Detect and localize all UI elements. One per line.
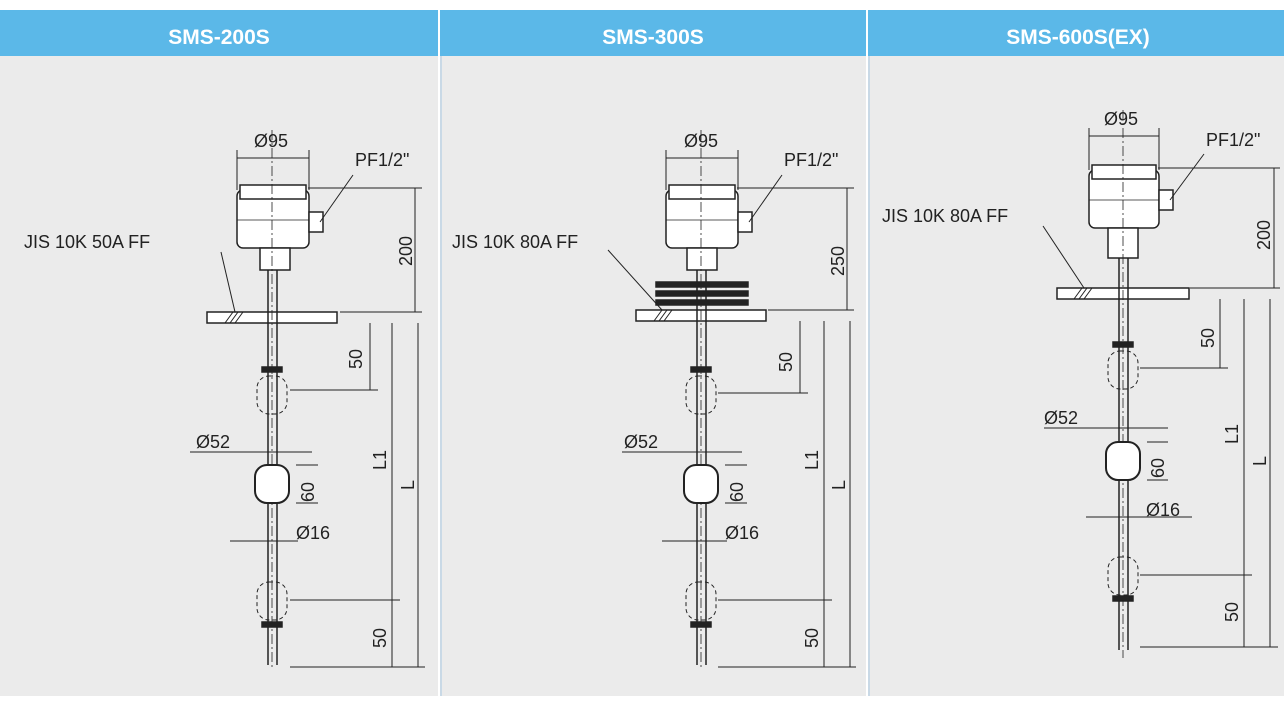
label-l: L bbox=[829, 480, 849, 490]
label-bottom: 50 bbox=[370, 628, 390, 648]
label-float-height: 60 bbox=[1148, 458, 1168, 478]
label-head-height: 200 bbox=[1254, 220, 1274, 250]
label-float-dia: Ø52 bbox=[196, 432, 230, 452]
drawing-cell-sms-600s-ex: Ø95 PF1/2" JIS 10K 80A FF Ø52 Ø16 200 50… bbox=[868, 56, 1284, 696]
label-l: L bbox=[1250, 456, 1270, 466]
label-flange: JIS 10K 80A FF bbox=[452, 232, 578, 252]
label-top-float: 50 bbox=[346, 349, 366, 369]
label-rod-dia: Ø16 bbox=[1146, 500, 1180, 520]
label-conduit: PF1/2" bbox=[355, 150, 409, 170]
label-l: L bbox=[398, 480, 418, 490]
label-l1: L1 bbox=[370, 450, 390, 470]
label-conduit: PF1/2" bbox=[1206, 130, 1260, 150]
label-l1: L1 bbox=[802, 450, 822, 470]
label-float-dia: Ø52 bbox=[624, 432, 658, 452]
label-flange: JIS 10K 80A FF bbox=[882, 206, 1008, 226]
label-head-dia: Ø95 bbox=[254, 131, 288, 151]
drawing-sms-200s: Ø95 PF1/2" JIS 10K 50A FF Ø52 Ø16 200 50… bbox=[24, 130, 425, 670]
label-top-float: 50 bbox=[1198, 328, 1218, 348]
label-float-height: 60 bbox=[727, 482, 747, 502]
label-head-dia: Ø95 bbox=[1104, 109, 1138, 129]
drawing-cell-sms-200s: Ø95 PF1/2" JIS 10K 50A FF Ø52 Ø16 200 50… bbox=[0, 56, 438, 696]
label-float-dia: Ø52 bbox=[1044, 408, 1078, 428]
label-head-dia: Ø95 bbox=[684, 131, 718, 151]
label-rod-dia: Ø16 bbox=[725, 523, 759, 543]
label-bottom: 50 bbox=[1222, 602, 1242, 622]
label-l1: L1 bbox=[1222, 424, 1242, 444]
label-conduit: PF1/2" bbox=[784, 150, 838, 170]
drawing-sms-300s: Ø95 PF1/2" JIS 10K 80A FF Ø52 Ø16 250 50… bbox=[452, 130, 856, 670]
drawing-sms-600s-ex: Ø95 PF1/2" JIS 10K 80A FF Ø52 Ø16 200 50… bbox=[882, 109, 1280, 658]
label-head-height: 250 bbox=[828, 246, 848, 276]
label-head-height: 200 bbox=[396, 236, 416, 266]
label-flange: JIS 10K 50A FF bbox=[24, 232, 150, 252]
label-float-height: 60 bbox=[298, 482, 318, 502]
label-rod-dia: Ø16 bbox=[296, 523, 330, 543]
drawing-cell-sms-300s: Ø95 PF1/2" JIS 10K 80A FF Ø52 Ø16 250 50… bbox=[440, 56, 866, 696]
label-top-float: 50 bbox=[776, 352, 796, 372]
float bbox=[254, 464, 290, 504]
label-bottom: 50 bbox=[802, 628, 822, 648]
